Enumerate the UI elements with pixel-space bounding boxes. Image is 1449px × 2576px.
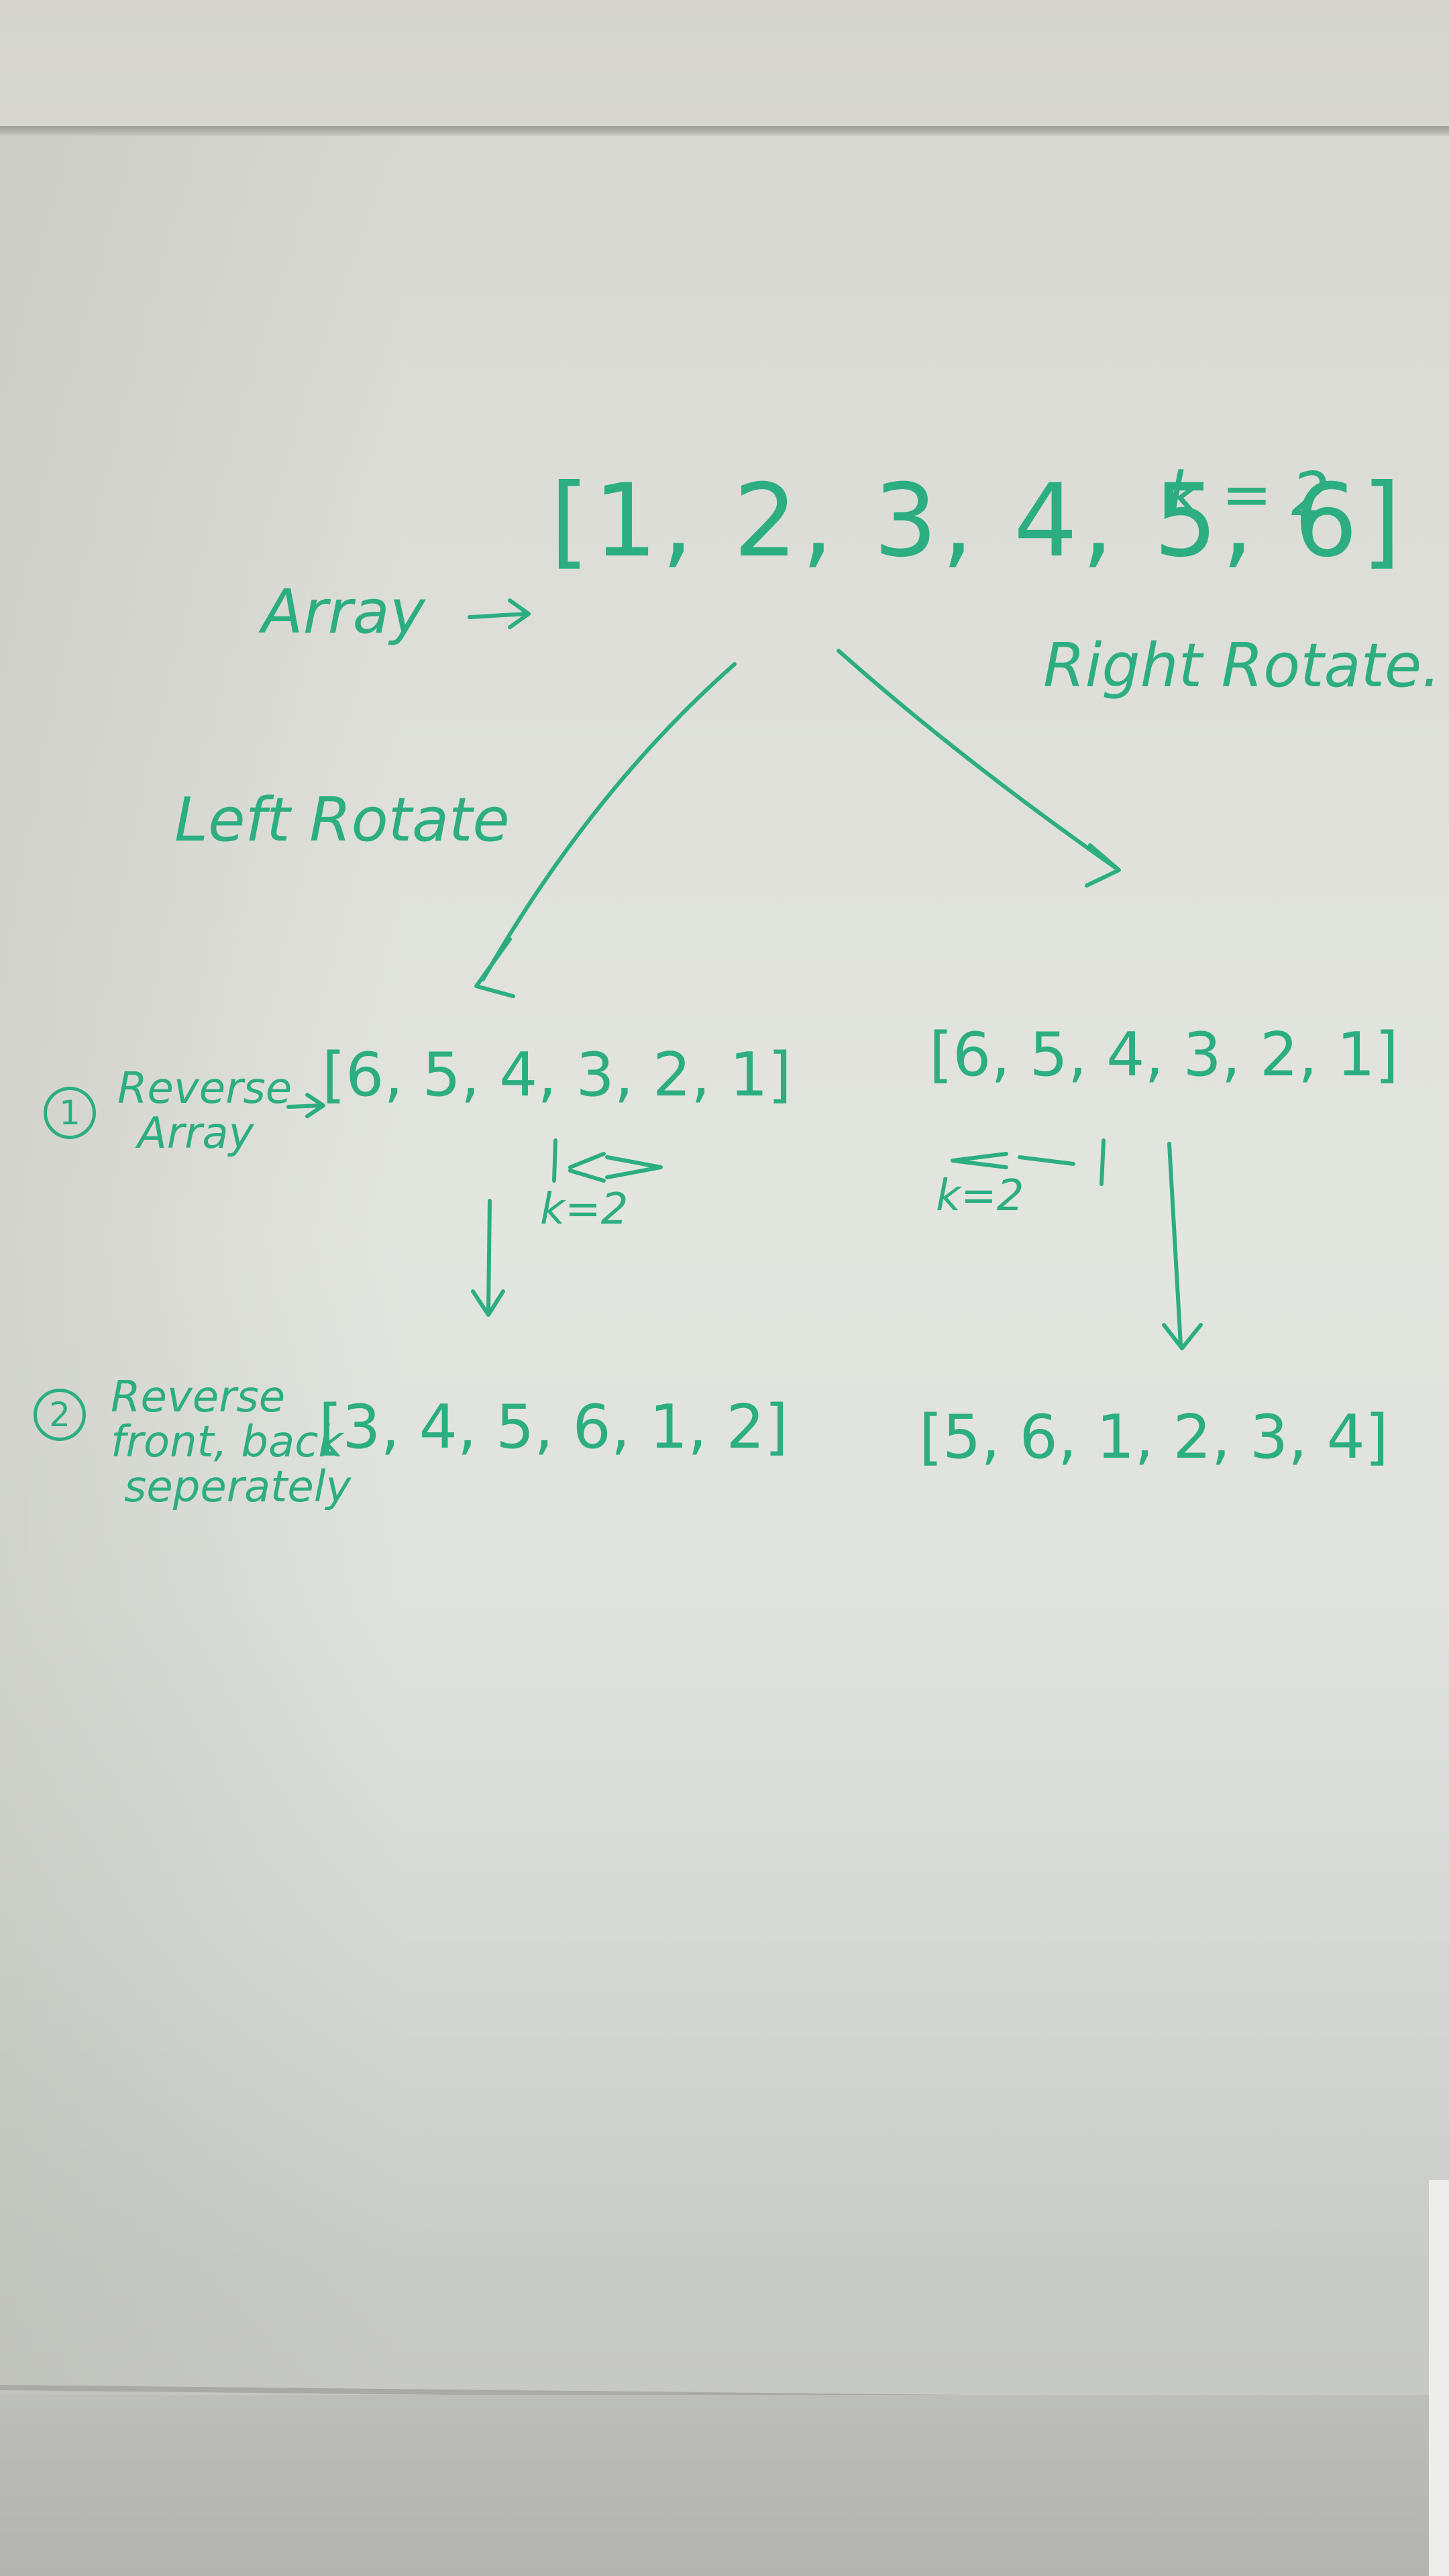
step1-badge: 1 xyxy=(44,1087,96,1139)
left-step1-array: [6, 5, 4, 3, 2, 1] xyxy=(322,1040,792,1110)
step2-label-line1: Reverse xyxy=(111,1373,286,1422)
right-k-bracket xyxy=(951,1138,1106,1186)
step2-label-line3: seperately xyxy=(124,1462,352,1513)
step1-label-line2: Array xyxy=(138,1109,254,1159)
array-label: Array xyxy=(262,577,425,647)
array-pointer-arrow xyxy=(468,598,531,629)
right-step2-array: [5, 6, 1, 2, 3, 4] xyxy=(919,1402,1389,1472)
top-ledge xyxy=(0,126,1449,136)
left-rotate-title: Left Rotate xyxy=(174,785,510,855)
step2-label: Reverse front, back seperately xyxy=(111,1375,351,1511)
right-step1-k: k=2 xyxy=(936,1171,1024,1221)
left-branch-arrow xyxy=(474,662,737,998)
step2-number: 2 xyxy=(34,1389,86,1441)
left-k-bracket xyxy=(552,1138,663,1183)
lighting-shade xyxy=(0,134,402,2576)
right-rotate-title: Right Rotate. xyxy=(1043,631,1441,701)
reverse-pointer-arrow xyxy=(286,1093,325,1118)
original-array: [1, 2, 3, 4, 5, 6] xyxy=(550,463,1405,580)
right-step1-array: [6, 5, 4, 3, 2, 1] xyxy=(929,1020,1399,1090)
right-down-arrow xyxy=(1162,1142,1203,1350)
step2-badge: 2 xyxy=(34,1389,86,1441)
left-step2-array: [3, 4, 5, 6, 1, 2] xyxy=(319,1392,788,1462)
right-branch-arrow xyxy=(837,649,1121,888)
wall-edge xyxy=(1429,2180,1449,2576)
left-step1-k: k=2 xyxy=(540,1185,629,1234)
floor-area xyxy=(0,2395,1449,2576)
left-down-arrow xyxy=(471,1199,505,1317)
k-value-top: k = 2 xyxy=(1167,460,1330,530)
step1-label-line1: Reverse xyxy=(117,1064,292,1114)
step2-label-line2: front, back xyxy=(111,1417,343,1468)
step1-label: Reverse Array xyxy=(117,1064,292,1159)
step1-number: 1 xyxy=(44,1087,96,1139)
